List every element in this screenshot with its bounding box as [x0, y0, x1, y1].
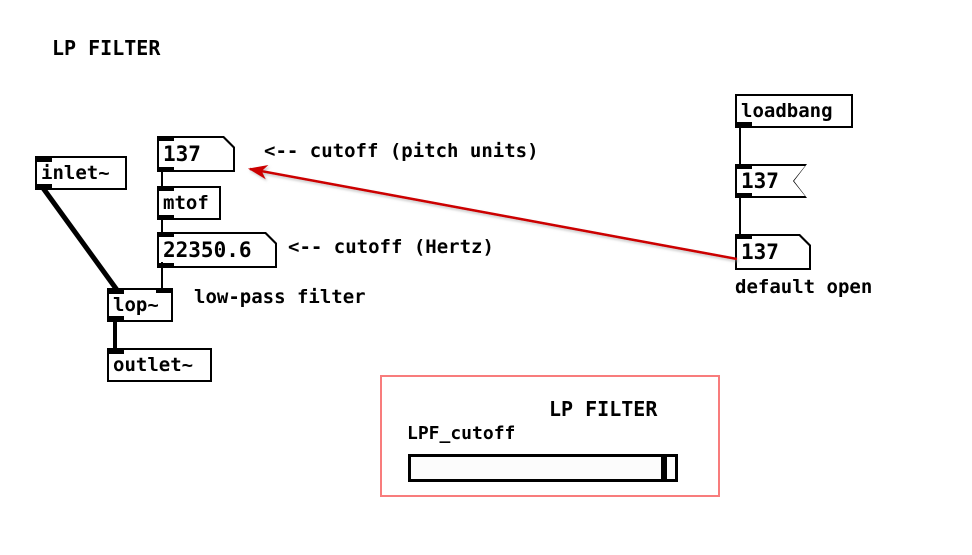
cord-msg137-to-num137 — [739, 196, 741, 234]
object-outlet-label: outlet~ — [113, 353, 194, 376]
hslider-lpf-cutoff[interactable] — [408, 454, 678, 482]
hslider-knob[interactable] — [661, 457, 667, 479]
comment-cutoff-hertz: <-- cutoff (Hertz) — [288, 236, 494, 258]
object-loadbang[interactable]: loadbang — [735, 94, 853, 128]
gop-canvas-lp-filter: LP FILTER LPF_cutoff — [380, 375, 720, 497]
numberbox-default-open-value: 137 — [741, 239, 779, 264]
gop-title-label: LP FILTER — [549, 397, 658, 421]
comment-default-open: default open — [735, 276, 873, 298]
object-outlet-signal[interactable]: outlet~ — [107, 348, 212, 382]
numberbox-cutoff-pitch[interactable]: 137 — [157, 136, 235, 172]
messagebox-137-value: 137 — [741, 168, 779, 193]
lop-inlet-right-nub[interactable] — [156, 288, 171, 293]
mtof-inlet-nub[interactable] — [159, 186, 174, 191]
cord-lop-to-outlet — [113, 318, 117, 348]
num137-inlet-nub[interactable] — [737, 234, 752, 239]
cord-cutoffhz-to-lop-right — [161, 262, 163, 288]
cutoff-pitch-outlet-nub[interactable] — [159, 167, 174, 172]
slider-label-lpf-cutoff: LPF_cutoff — [407, 423, 516, 444]
object-mtof[interactable]: mtof — [157, 186, 221, 220]
cord-mtof-to-cutoffhz — [161, 216, 163, 236]
msg137-outlet-nub[interactable] — [737, 193, 752, 198]
object-inlet-label: inlet~ — [41, 161, 110, 184]
cutoff-pitch-inlet-nub[interactable] — [159, 136, 174, 141]
numberbox-cutoff-pitch-value: 137 — [163, 141, 201, 166]
comment-low-pass-filter: low-pass filter — [194, 286, 366, 308]
cord-loadbang-to-msg137 — [739, 128, 741, 164]
inlet-nub-top[interactable] — [37, 156, 52, 162]
object-loadbang-label: loadbang — [741, 99, 833, 122]
object-lop-label: lop~ — [113, 293, 159, 316]
inlet-nub-bottom[interactable] — [37, 184, 52, 190]
msg137-inlet-nub[interactable] — [737, 164, 752, 169]
cutoff-hertz-outlet-nub[interactable] — [159, 263, 174, 268]
lop-outlet-nub[interactable] — [109, 316, 124, 322]
outlet-inlet-nub[interactable] — [109, 348, 124, 354]
messagebox-137[interactable]: 137 — [735, 164, 807, 198]
numberbox-cutoff-hertz-value: 22350.6 — [163, 237, 252, 262]
lop-inlet-left-nub[interactable] — [109, 288, 124, 294]
cord-inlet-to-lop-left — [40, 186, 120, 292]
numberbox-default-open[interactable]: 137 — [735, 234, 811, 270]
patch-title-comment: LP FILTER — [52, 36, 161, 60]
cord-cutoffpitch-to-mtof — [161, 170, 163, 190]
numberbox-cutoff-hertz[interactable]: 22350.6 — [157, 232, 277, 268]
mtof-outlet-nub[interactable] — [159, 215, 174, 220]
comment-cutoff-pitch-units: <-- cutoff (pitch units) — [264, 140, 539, 162]
cutoff-hertz-inlet-nub[interactable] — [159, 232, 174, 237]
loadbang-outlet-nub[interactable] — [737, 122, 752, 127]
object-mtof-label: mtof — [163, 191, 209, 214]
